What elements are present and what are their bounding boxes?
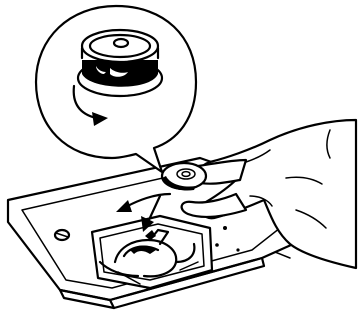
screw [55, 230, 69, 240]
bobbin-icon [162, 163, 206, 191]
bobbin-icon [78, 30, 162, 96]
magnified-callout [36, 6, 196, 172]
